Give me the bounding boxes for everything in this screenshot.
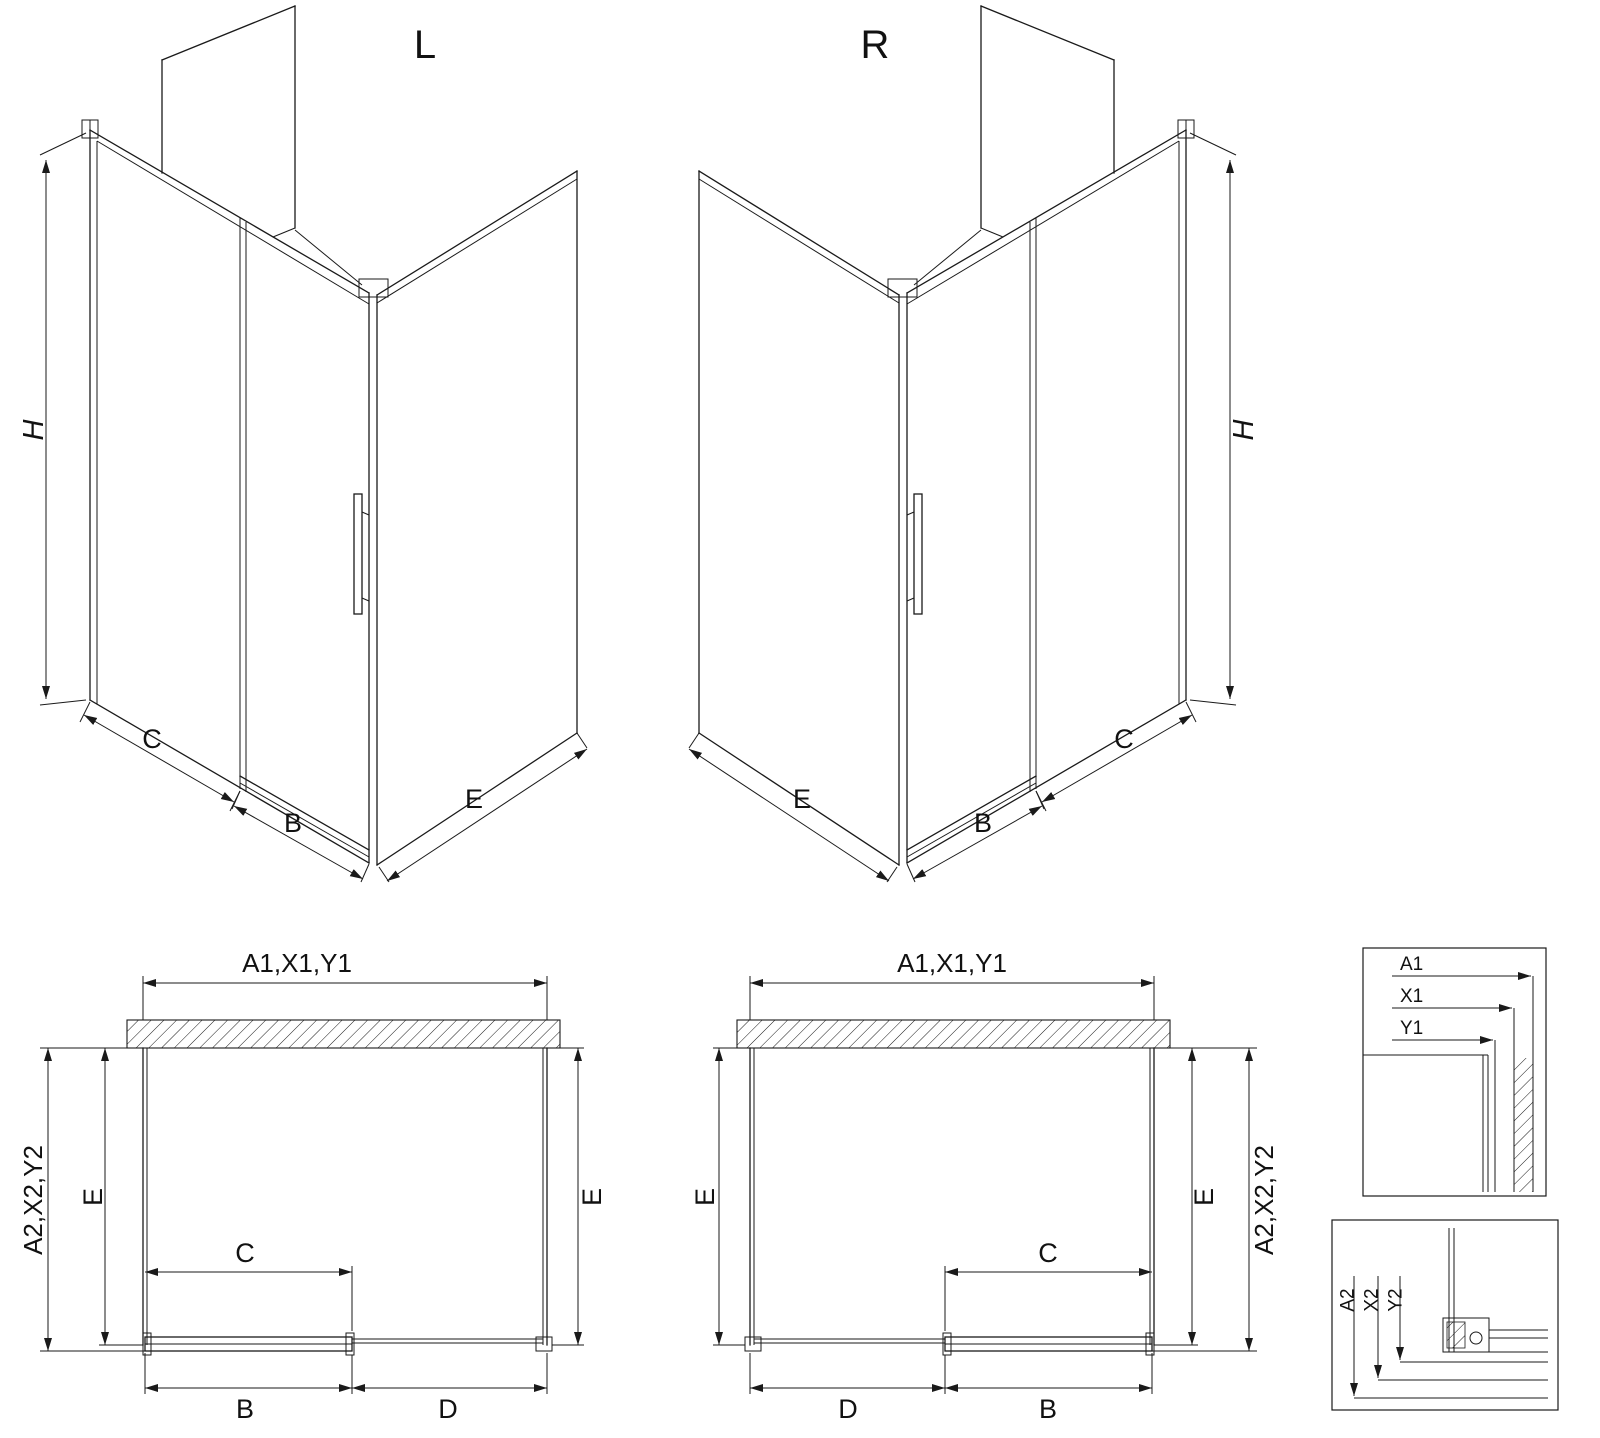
door-handle — [353, 493, 363, 615]
plan-right-dim-door-panel: C — [1038, 1238, 1058, 1268]
detail-floor-profile: A2 X2 Y2 — [1331, 1219, 1559, 1411]
plan-right-dim-bottom-right: B — [1039, 1394, 1057, 1424]
roller-wheel — [1469, 1331, 1483, 1345]
plan-right-dim-width-top: A1,X1,Y1 — [897, 948, 1007, 978]
door-handle — [913, 493, 923, 615]
plan-left-dim-depth-right: E — [577, 1188, 607, 1206]
detail-wall-dim3-label: Y1 — [1400, 1018, 1423, 1039]
plan-right-dim-depth-outer: A2,X2,Y2 — [1249, 1145, 1279, 1255]
plan-right-dim-depth-left: E — [690, 1188, 720, 1206]
iso-left-dim-height: H — [18, 419, 50, 440]
plan-left-dim-width-top: A1,X1,Y1 — [242, 948, 352, 978]
wall-section — [736, 1019, 1171, 1049]
corner-connector-cap — [358, 278, 389, 298]
detail-wall-profile: A1 X1 Y1 — [1362, 947, 1547, 1197]
glass-foot-profile — [535, 1336, 553, 1352]
detail-floor-dim2-label: X2 — [1362, 1288, 1383, 1311]
iso-right-dim-door: B — [974, 808, 992, 838]
iso-left-variant-label: L — [414, 23, 436, 67]
iso-view-right: R H — [688, 5, 1260, 883]
plan-view-right: A1,X1,Y1 E E A2,X2,Y2 C — [690, 948, 1279, 1424]
plan-left-dim-depth-outer: A2,X2,Y2 — [18, 1145, 48, 1255]
detail-floor-dim3-label: Y2 — [1386, 1288, 1407, 1311]
iso-left-dim-side: C — [142, 724, 162, 754]
corner-connector-cap — [887, 278, 918, 298]
iso-right-dim-side: C — [1114, 724, 1134, 754]
detail-wall-dim1-label: A1 — [1400, 954, 1423, 975]
iso-view-left: L H — [18, 5, 588, 883]
iso-right-dim-height: H — [1228, 419, 1260, 440]
plan-right-dim-bottom-left: D — [838, 1394, 858, 1424]
wall-hatch-strip — [1514, 1058, 1533, 1192]
detail-floor-dim1-label: A2 — [1338, 1288, 1359, 1311]
plan-left-dim-door-panel: C — [235, 1238, 255, 1268]
glass-foot-profile — [744, 1336, 762, 1352]
plan-view-left: A1,X1,Y1 A2,X2,Y2 E E C — [18, 948, 607, 1424]
detail-wall-dim2-label: X1 — [1400, 986, 1423, 1007]
plan-left-dim-bottom-right: D — [438, 1394, 458, 1424]
plan-left-dim-depth-left: E — [78, 1188, 108, 1206]
plan-right-dim-depth-right: E — [1189, 1188, 1219, 1206]
iso-right-dim-return: E — [793, 784, 811, 814]
iso-left-dim-return: E — [465, 784, 483, 814]
wall-section — [126, 1019, 561, 1049]
iso-right-variant-label: R — [861, 23, 890, 67]
iso-left-dim-door: B — [284, 808, 302, 838]
plan-left-dim-bottom-left: B — [236, 1394, 254, 1424]
